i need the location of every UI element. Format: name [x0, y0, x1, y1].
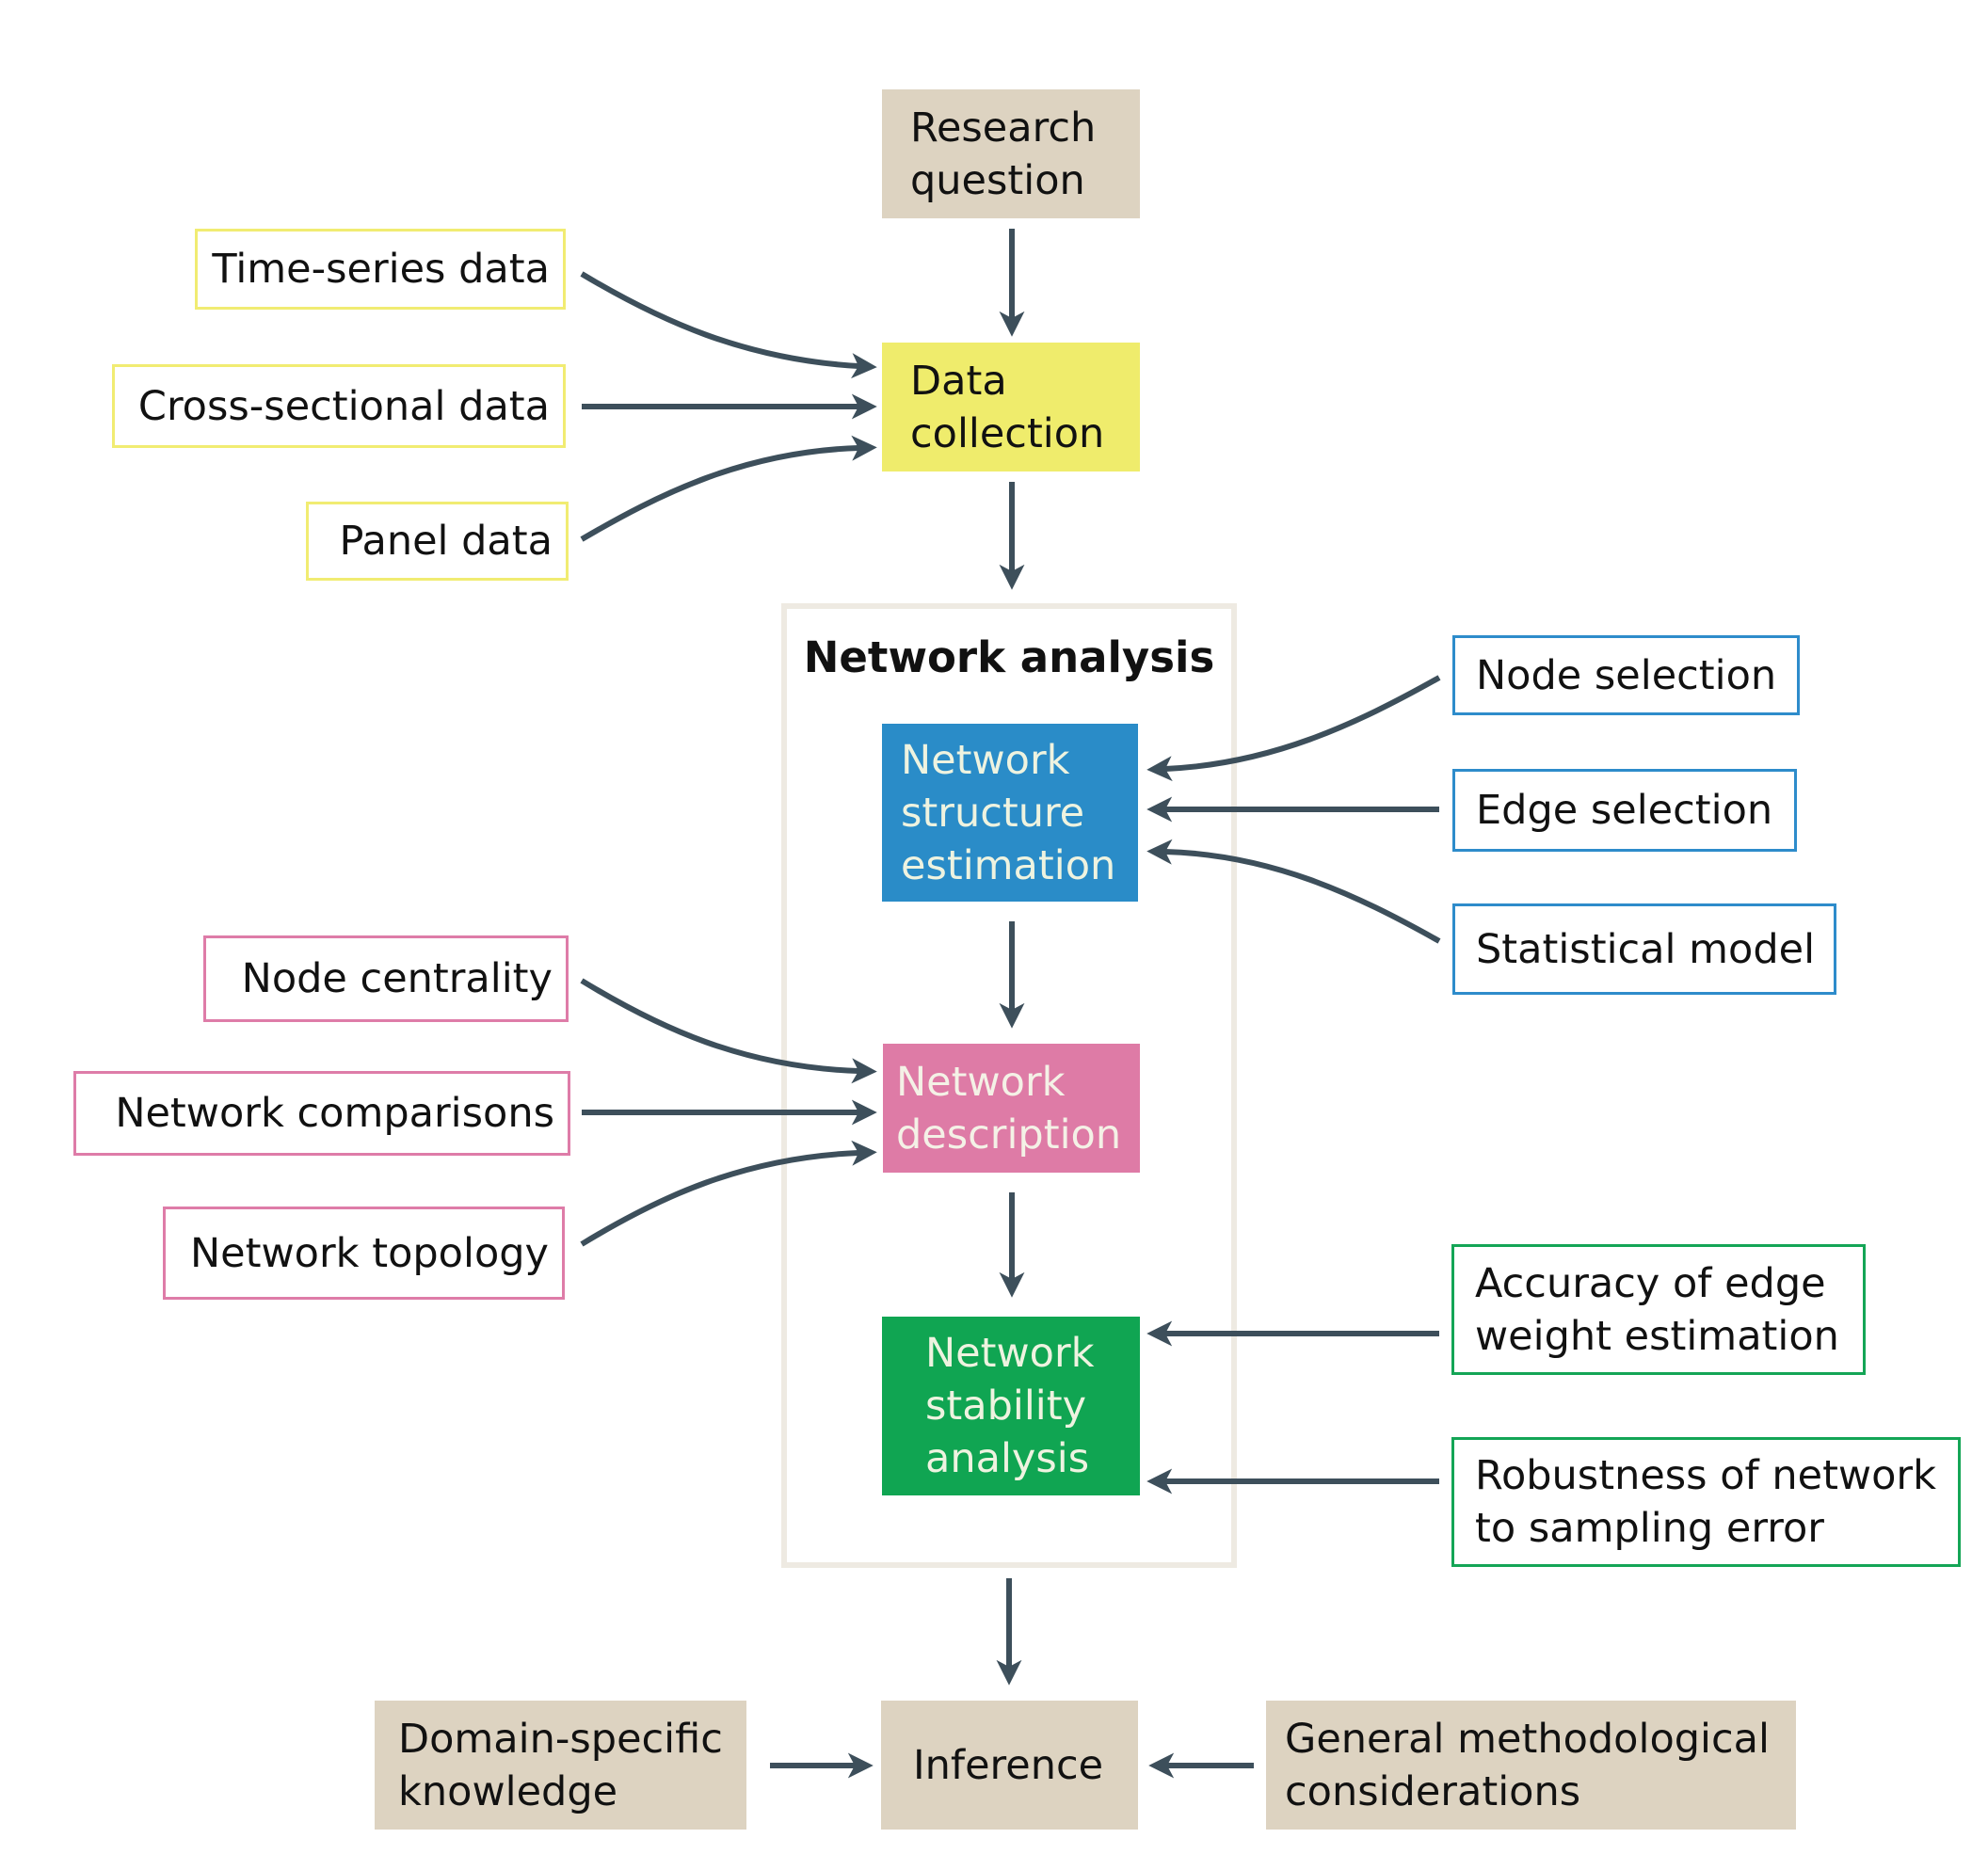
node-label-line: weight estimation — [1475, 1312, 1839, 1360]
node-label-line: Data — [910, 357, 1007, 405]
network-topology-node: Network topology — [163, 1207, 565, 1300]
node-label-line: Cross-sectional data — [137, 382, 550, 430]
robustness-sampling-error-node: Robustness of network to sampling error — [1451, 1437, 1961, 1567]
arrow-statistical-model — [1146, 839, 1441, 944]
cross-sectional-data-node: Cross-sectional data — [112, 364, 566, 448]
network-analysis-title: Network analysis — [803, 632, 1215, 682]
node-label-line: Edge selection — [1476, 787, 1773, 834]
node-label-line: Research — [910, 104, 1097, 152]
time-series-data-node: Time-series data — [195, 229, 566, 310]
node-label-line: Network topology — [190, 1229, 549, 1277]
arrow-time-series — [580, 271, 877, 379]
node-label-line: estimation — [901, 841, 1116, 889]
node-selection-node: Node selection — [1452, 635, 1800, 715]
statistical-model-node: Statistical model — [1452, 903, 1836, 995]
node-label-line: stability — [925, 1383, 1087, 1430]
node-label-line: collection — [910, 409, 1105, 457]
node-label-line: Network — [901, 736, 1070, 784]
node-label-line: Statistical model — [1476, 925, 1816, 973]
data-collection-node: Data collection — [882, 343, 1140, 471]
node-label-line: to sampling error — [1475, 1505, 1824, 1552]
node-label-line: Node centrality — [241, 955, 553, 1002]
node-label-line: Time-series data — [212, 246, 550, 293]
node-label-line: Network comparisons — [115, 1090, 554, 1137]
network-structure-estimation-node: Network structure estimation — [882, 724, 1138, 902]
node-label-line: question — [910, 156, 1085, 204]
node-label-line: Inference — [913, 1741, 1104, 1789]
research-question-node: Research question — [882, 89, 1140, 218]
node-label-line: structure — [901, 789, 1085, 837]
node-label-line: General methodological — [1285, 1715, 1770, 1763]
node-label-line: knowledge — [398, 1767, 618, 1815]
edge-selection-node: Edge selection — [1452, 769, 1797, 852]
panel-data-node: Panel data — [306, 502, 569, 581]
general-methodological-considerations-node: General methodological considerations — [1266, 1701, 1796, 1830]
network-stability-analysis-node: Network stability analysis — [882, 1317, 1140, 1495]
node-label-line: Panel data — [339, 518, 553, 565]
network-description-node: Network description — [883, 1044, 1140, 1173]
network-comparisons-node: Network comparisons — [73, 1071, 570, 1156]
arrow-network-topology — [580, 1140, 877, 1247]
node-label-line: Domain-specific — [398, 1715, 723, 1763]
node-label-line: considerations — [1285, 1767, 1581, 1815]
node-label-line: Robustness of network — [1475, 1452, 1936, 1499]
arrow-panel — [580, 435, 877, 542]
node-label-line: description — [896, 1111, 1122, 1159]
arrow-node-selection — [1146, 675, 1441, 782]
domain-specific-knowledge-node: Domain-specific knowledge — [375, 1701, 746, 1830]
network-analysis-frame: Network analysis — [781, 603, 1237, 1568]
node-label-line: Node selection — [1476, 651, 1777, 699]
node-label-line: analysis — [925, 1435, 1090, 1482]
node-centrality-node: Node centrality — [203, 935, 569, 1022]
node-label-line: Network — [925, 1330, 1095, 1377]
node-label-line: Network — [896, 1058, 1066, 1106]
inference-node: Inference — [881, 1701, 1138, 1830]
accuracy-edge-weight-node: Accuracy of edge weight estimation — [1451, 1244, 1866, 1375]
node-label-line: Accuracy of edge — [1475, 1259, 1826, 1307]
arrow-node-centrality — [580, 978, 877, 1084]
